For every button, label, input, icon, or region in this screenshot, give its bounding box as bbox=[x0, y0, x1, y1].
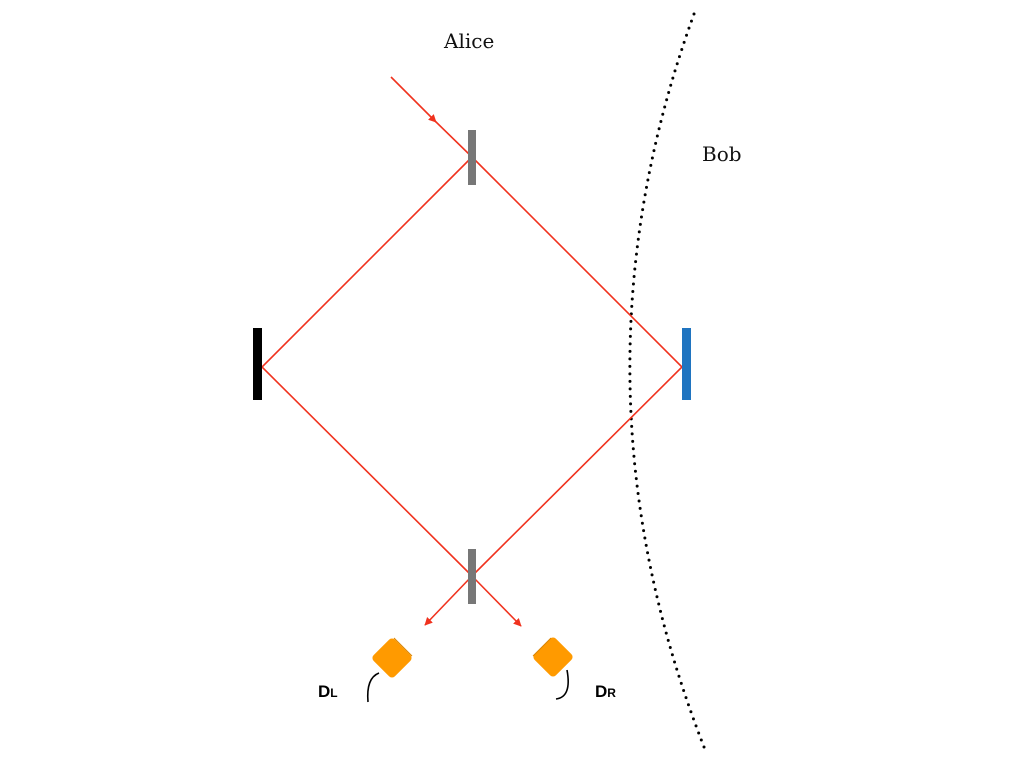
bob-label: Bob bbox=[702, 142, 742, 166]
left-mirror bbox=[253, 328, 262, 400]
detector-left-label-sub: L bbox=[330, 686, 337, 700]
detector-left bbox=[366, 637, 413, 703]
input-beam-continued bbox=[433, 119, 473, 158]
output-beam-right bbox=[471, 575, 522, 627]
input-beam bbox=[390, 76, 437, 123]
detector-right-label-main: D bbox=[595, 682, 607, 701]
right-mirror-bob bbox=[682, 328, 691, 400]
output-beam-left bbox=[424, 575, 473, 626]
beam-path-left bbox=[260, 156, 473, 577]
detector-left-cable bbox=[366, 672, 380, 703]
detector-left-label-main: D bbox=[318, 682, 330, 701]
detector-left-label: DL bbox=[318, 682, 338, 701]
top-beam-splitter bbox=[468, 130, 476, 185]
detector-right-label-sub: R bbox=[607, 686, 616, 700]
bottom-beam-splitter bbox=[468, 549, 476, 604]
beam-path-right bbox=[471, 156, 684, 577]
detector-right bbox=[532, 637, 573, 700]
detector-right-label: DR bbox=[595, 682, 616, 701]
alice-bob-boundary bbox=[628, 12, 708, 754]
detector-right-cable bbox=[555, 669, 569, 700]
alice-label: Alice bbox=[443, 29, 494, 53]
